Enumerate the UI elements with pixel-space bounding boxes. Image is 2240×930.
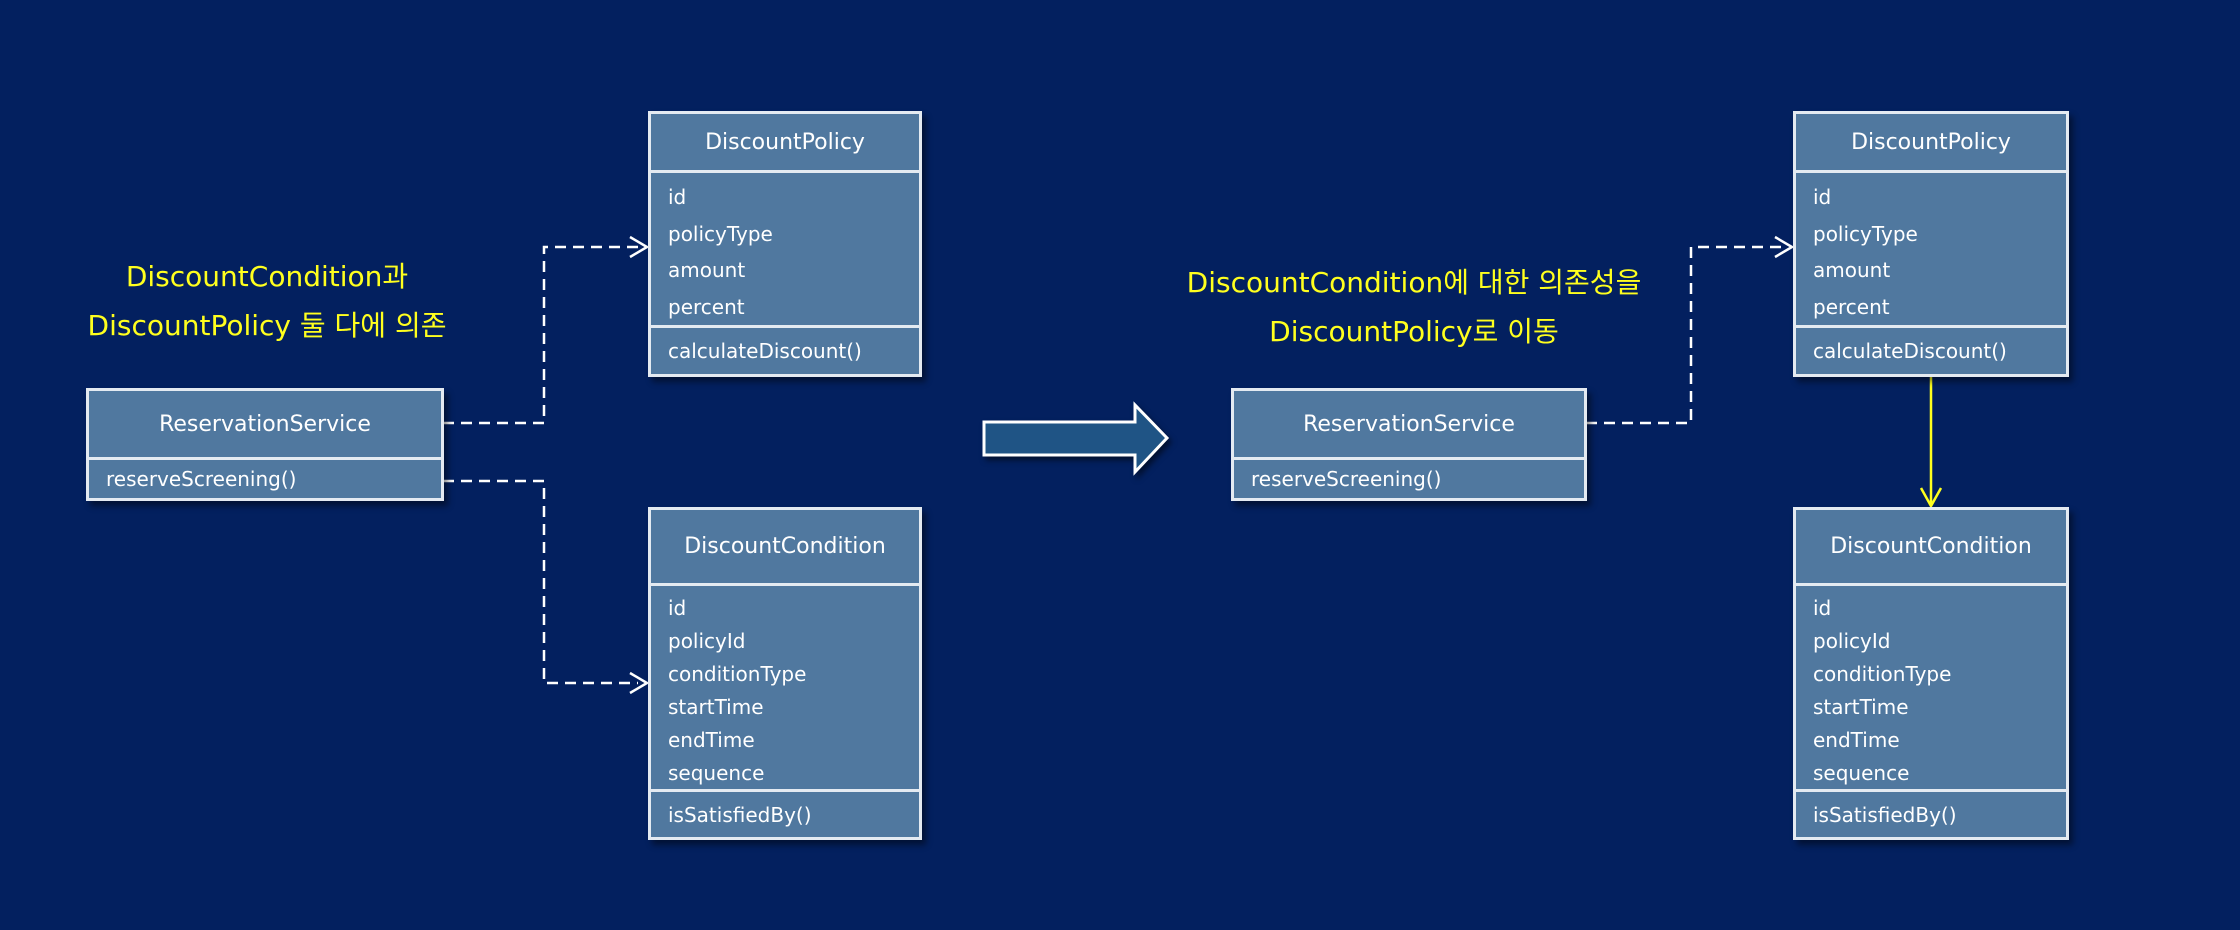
dependency-right-rs-to-policy — [1586, 245, 1783, 425]
attribute: percent — [668, 294, 745, 319]
class-discount-condition-right: DiscountCondition id policyId conditionT… — [1793, 507, 2069, 840]
attribute: policyId — [668, 629, 746, 654]
class-discount-condition-left: DiscountCondition id policyId conditionT… — [648, 507, 922, 840]
arrowhead-icon — [629, 235, 650, 259]
method: reserveScreening() — [106, 467, 297, 491]
attribute: endTime — [1813, 727, 1900, 752]
attribute: id — [668, 185, 687, 210]
attribute: id — [668, 596, 687, 621]
attribute: startTime — [668, 694, 764, 719]
attribute: startTime — [1813, 694, 1909, 719]
attribute: conditionType — [668, 662, 807, 687]
attributes: id policyId conditionType startTime endT… — [651, 586, 919, 792]
method: isSatisfiedBy() — [1813, 802, 1957, 827]
class-name: DiscountCondition — [651, 510, 919, 586]
transition-arrow-icon — [982, 401, 1170, 476]
class-discount-policy-left: DiscountPolicy id policyType amount perc… — [648, 111, 922, 377]
attribute: policyType — [1813, 221, 1918, 246]
note-line: DiscountCondition에 대한 의존성을 — [1186, 266, 1642, 299]
class-reservation-service-right: ReservationService reserveScreening() — [1231, 388, 1587, 501]
attribute: percent — [1813, 294, 1890, 319]
attribute: sequence — [1813, 760, 1910, 785]
method: calculateDiscount() — [668, 339, 862, 363]
class-discount-policy-right: DiscountPolicy id policyType amount perc… — [1793, 111, 2069, 377]
right-note: DiscountCondition에 대한 의존성을 DiscountPolic… — [1187, 258, 1642, 356]
note-line: DiscountPolicy로 이동 — [1269, 315, 1559, 348]
attributes: id policyType amount percent — [651, 173, 919, 328]
arrowhead-icon — [1774, 235, 1795, 259]
arrowhead-icon — [629, 671, 650, 695]
dependency-left-rs-to-condition — [443, 479, 638, 685]
attribute: id — [1813, 596, 1832, 621]
dependency-left-rs-to-policy — [443, 245, 638, 425]
arrowhead-icon — [1919, 487, 1943, 509]
attribute: policyType — [668, 221, 773, 246]
attribute: policyId — [1813, 629, 1891, 654]
class-name: DiscountPolicy — [1796, 114, 2066, 173]
note-line: DiscountCondition과 — [125, 260, 409, 293]
note-line: DiscountPolicy 둘 다에 의존 — [87, 309, 447, 342]
class-reservation-service-left: ReservationService reserveScreening() — [86, 388, 444, 501]
attributes: id policyId conditionType startTime endT… — [1796, 586, 2066, 792]
method: isSatisfiedBy() — [668, 802, 812, 827]
attribute: sequence — [668, 760, 765, 785]
attribute: amount — [1813, 258, 1891, 283]
attribute: id — [1813, 185, 1832, 210]
class-name: DiscountPolicy — [651, 114, 919, 173]
class-name: ReservationService — [1234, 391, 1584, 460]
attribute: amount — [668, 258, 746, 283]
attribute: conditionType — [1813, 662, 1952, 687]
attribute: endTime — [668, 727, 755, 752]
class-name: DiscountCondition — [1796, 510, 2066, 586]
attributes: id policyType amount percent — [1796, 173, 2066, 328]
method: reserveScreening() — [1251, 467, 1442, 491]
class-name: ReservationService — [89, 391, 441, 460]
left-note: DiscountCondition과 DiscountPolicy 둘 다에 의… — [88, 252, 447, 350]
method: calculateDiscount() — [1813, 339, 2007, 363]
